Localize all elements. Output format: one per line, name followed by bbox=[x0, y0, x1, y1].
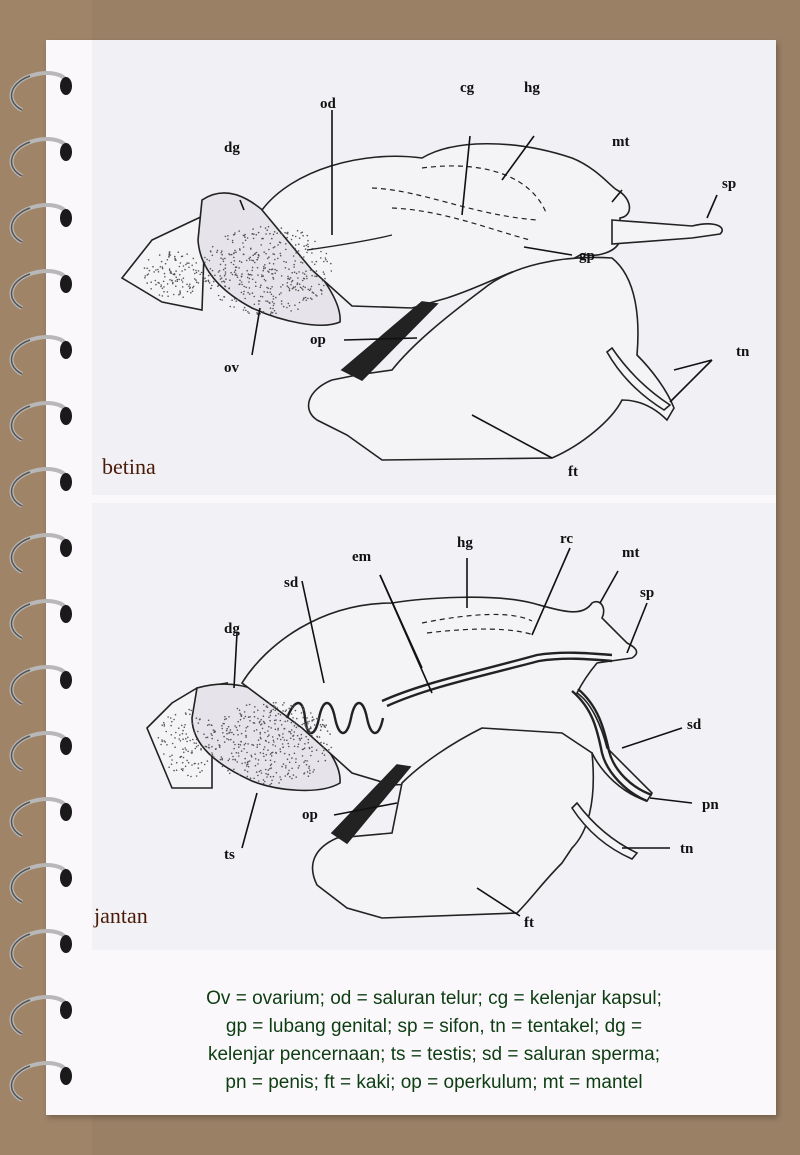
label-od: od bbox=[320, 96, 337, 112]
spiral-ring bbox=[9, 797, 72, 838]
spiral-ring bbox=[9, 929, 72, 970]
spiral-ring bbox=[9, 599, 72, 640]
label-mt: mt bbox=[622, 545, 640, 561]
caption-betina: betina bbox=[102, 454, 156, 479]
label-cg: cg bbox=[460, 80, 475, 96]
spiral-ring bbox=[9, 1061, 72, 1102]
spiral-ring bbox=[9, 995, 72, 1036]
spiral-ring bbox=[9, 269, 72, 310]
label-ft: ft bbox=[568, 464, 578, 480]
label-dg: dg bbox=[224, 140, 240, 156]
female-snail-diagram: od cg hg dg mt sp gp op tn ov ft betina bbox=[92, 40, 776, 495]
label-op: op bbox=[302, 807, 318, 823]
label-sp: sp bbox=[640, 585, 654, 601]
label-sd: sd bbox=[284, 575, 299, 591]
legend-line: gp = lubang genital; sp = sifon, tn = te… bbox=[225, 1016, 643, 1037]
male-snail-diagram: hg rc em mt sd dg sp sd pn op tn ts ft j… bbox=[92, 503, 776, 950]
spiral-ring bbox=[9, 401, 72, 442]
label-sp: sp bbox=[722, 176, 736, 192]
label-dg: dg bbox=[224, 621, 240, 637]
label-tn: tn bbox=[680, 841, 694, 857]
label-tn: tn bbox=[736, 344, 750, 360]
spiral-ring bbox=[9, 863, 72, 904]
spiral-ring bbox=[9, 665, 72, 706]
label-ts: ts bbox=[224, 847, 235, 863]
legend-text: Ov = ovarium; od = saluran telur; cg = k… bbox=[92, 985, 776, 1097]
spiral-ring bbox=[9, 203, 72, 244]
label-hg: hg bbox=[524, 80, 540, 96]
spiral-binding bbox=[9, 71, 72, 1102]
spiral-ring bbox=[9, 731, 72, 772]
legend-line: Ov = ovarium; od = saluran telur; cg = k… bbox=[206, 988, 662, 1009]
caption-jantan: jantan bbox=[94, 903, 148, 928]
spiral-ring bbox=[9, 71, 72, 112]
spiral-ring bbox=[9, 533, 72, 574]
label-sd: sd bbox=[687, 717, 702, 733]
label-pn: pn bbox=[702, 797, 719, 813]
spiral-ring bbox=[9, 335, 72, 376]
label-em: em bbox=[352, 549, 372, 565]
label-ov: ov bbox=[224, 360, 240, 376]
label-rc: rc bbox=[560, 531, 573, 547]
spiral-ring bbox=[9, 137, 72, 178]
legend-line: pn = penis; ft = kaki; op = operkulum; m… bbox=[225, 1072, 643, 1093]
label-gp: gp bbox=[579, 248, 595, 264]
label-mt: mt bbox=[612, 134, 630, 150]
label-ft: ft bbox=[524, 915, 534, 931]
label-op: op bbox=[310, 332, 326, 348]
label-hg: hg bbox=[457, 535, 473, 551]
spiral-ring bbox=[9, 467, 72, 508]
legend-line: kelenjar pencernaan; ts = testis; sd = s… bbox=[207, 1044, 661, 1065]
